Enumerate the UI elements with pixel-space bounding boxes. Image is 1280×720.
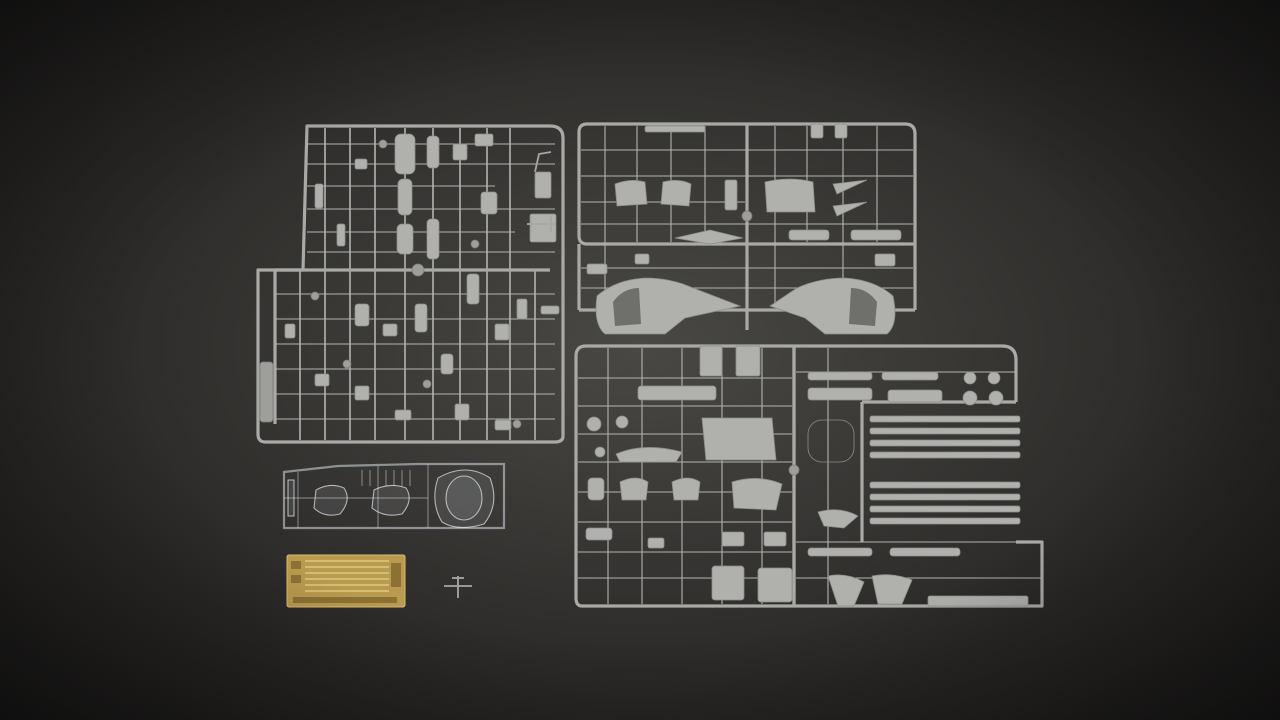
loose-part [444,576,472,598]
sprue-top-right [577,122,917,335]
sprue-left [256,124,565,444]
photo-etch-fret [286,554,406,608]
clear-sprue [282,462,506,530]
sprue-bottom-right [574,344,1044,608]
